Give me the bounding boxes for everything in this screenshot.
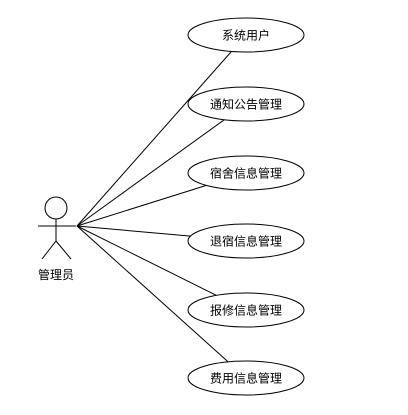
use-case-system-users: 系统用户 <box>187 17 305 53</box>
use-case-label: 宿舍信息管理 <box>210 166 282 181</box>
association-line-uc-checkout-dorm-management <box>76 225 191 237</box>
use-case-label: 退宿信息管理 <box>210 234 282 249</box>
association-line-uc-notice-management <box>76 119 225 227</box>
use-case-dorm-info-management: 宿舍信息管理 <box>187 155 305 191</box>
use-case-ellipse <box>187 86 305 122</box>
association-line-uc-fee-info-management <box>76 225 229 363</box>
use-case-repair-info-management: 报修信息管理 <box>187 292 305 328</box>
use-case-ellipse <box>187 223 305 259</box>
actor-head <box>44 196 68 220</box>
use-case-ellipse <box>187 155 305 191</box>
use-case-checkout-dorm-management: 退宿信息管理 <box>187 223 305 259</box>
association-lines <box>76 51 232 363</box>
use-case-label: 系统用户 <box>222 28 270 43</box>
use-case-ellipse <box>187 17 305 53</box>
association-line-uc-repair-info-management <box>76 225 217 296</box>
association-line-uc-system-users <box>76 51 232 227</box>
association-line-uc-dorm-info-management <box>76 184 207 227</box>
use-case-label: 报修信息管理 <box>210 303 282 318</box>
use-case-label: 费用信息管理 <box>210 371 282 386</box>
actor-label: 管理员 <box>38 267 74 282</box>
use-case-ellipse <box>187 360 305 396</box>
use-case-label: 通知公告管理 <box>210 97 282 112</box>
use-case-notice-management: 通知公告管理 <box>187 86 305 122</box>
actor-left-leg <box>41 240 57 260</box>
use-case-group: 系统用户 通知公告管理 宿舍信息管理 退宿信息管理 报修信息管理 费用信息管理 <box>187 17 305 396</box>
use-case-fee-info-management: 费用信息管理 <box>187 360 305 396</box>
actor-right-leg <box>55 240 72 260</box>
actor: 管理员 <box>38 196 76 282</box>
use-case-ellipse <box>187 292 305 328</box>
